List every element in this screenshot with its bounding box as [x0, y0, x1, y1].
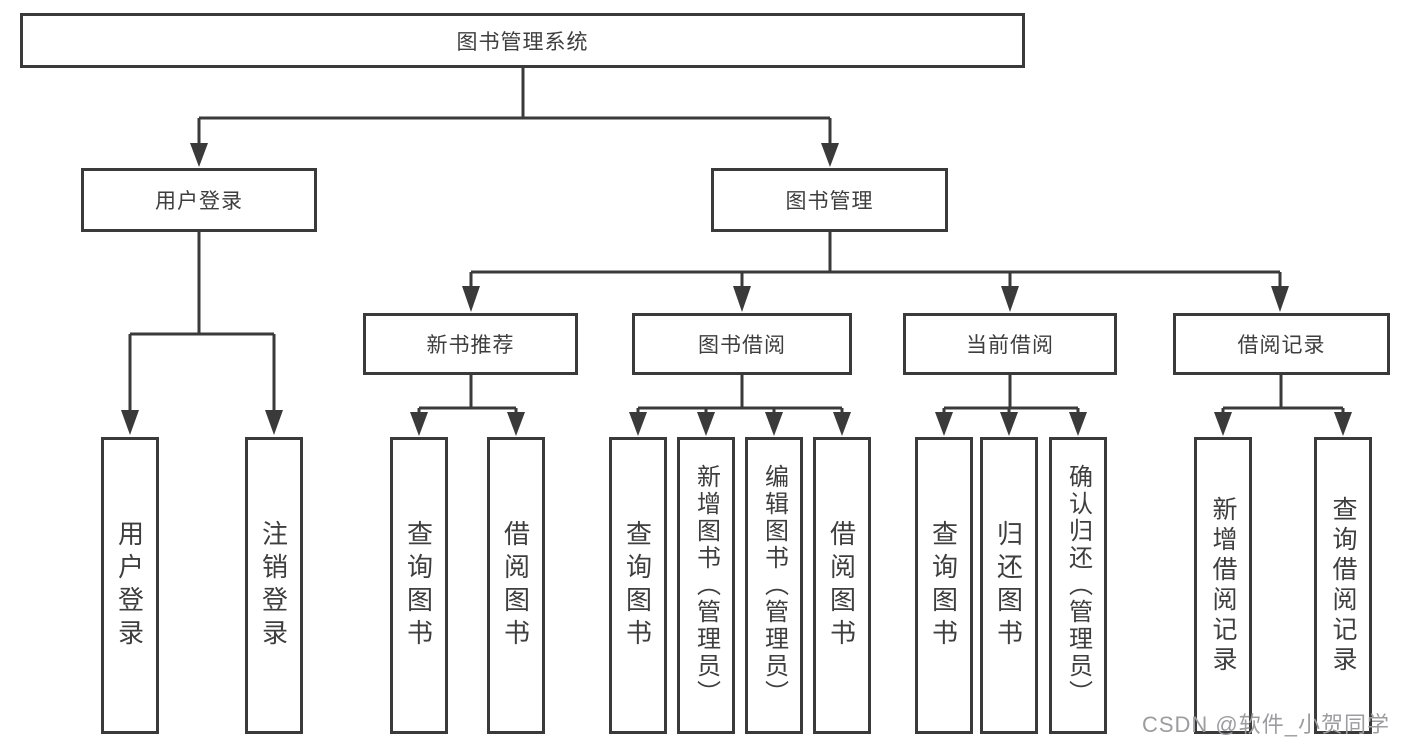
node-label: 新书推荐	[426, 334, 515, 357]
leaf-label: 注销登录	[258, 519, 289, 652]
node-new-book-recommend: 新书推荐	[363, 313, 578, 375]
leaf-label: 编辑图书（管理员）	[760, 464, 788, 707]
leaf-user-login: 用户登录	[101, 437, 159, 734]
leaf-label: 用户登录	[114, 519, 145, 652]
leaf-label: 确认归还（管理员）	[1064, 464, 1092, 707]
leaf-label: 归还图书	[993, 519, 1024, 652]
node-borrow-records: 借阅记录	[1173, 313, 1390, 375]
leaf-confirm-return-admin: 确认归还（管理员）	[1049, 437, 1107, 734]
leaf-label: 查询图书	[928, 519, 959, 652]
leaf-add-borrow-record: 新增借阅记录	[1194, 437, 1252, 734]
node-user-login: 用户登录	[81, 168, 317, 232]
leaf-query-borrow-record: 查询借阅记录	[1314, 437, 1372, 734]
node-label: 图书管理	[785, 190, 874, 213]
leaf-label: 查询图书	[403, 519, 434, 652]
leaf-query-books-2: 查询图书	[609, 437, 667, 734]
node-label: 图书管理系统	[456, 30, 589, 54]
node-book-management: 图书管理	[711, 168, 948, 232]
leaf-add-books-admin: 新增图书（管理员）	[677, 437, 735, 734]
leaf-edit-books-admin: 编辑图书（管理员）	[745, 437, 803, 734]
csdn-watermark: CSDN @软件_小贺同学	[1141, 712, 1390, 737]
node-label: 借阅记录	[1237, 334, 1326, 357]
leaf-return-books: 归还图书	[980, 437, 1038, 734]
leaf-label: 新增图书（管理员）	[692, 464, 720, 707]
leaf-label: 新增借阅记录	[1209, 495, 1237, 676]
leaf-borrow-books-1: 借阅图书	[487, 437, 545, 734]
leaf-label: 查询借阅记录	[1329, 495, 1357, 676]
leaf-label: 借阅图书	[500, 519, 531, 652]
leaf-label: 借阅图书	[826, 519, 857, 652]
node-label: 当前借阅	[966, 334, 1054, 357]
node-label: 用户登录	[155, 190, 243, 213]
leaf-query-books-3: 查询图书	[915, 437, 973, 734]
leaf-borrow-books-2: 借阅图书	[813, 437, 871, 734]
node-root-system: 图书管理系统	[20, 13, 1025, 68]
node-current-borrow: 当前借阅	[903, 313, 1117, 375]
node-book-borrow: 图书借阅	[632, 313, 852, 375]
node-label: 图书借阅	[698, 334, 786, 357]
leaf-logout: 注销登录	[245, 437, 303, 734]
leaf-query-books-1: 查询图书	[390, 437, 448, 734]
leaf-label: 查询图书	[622, 519, 653, 652]
